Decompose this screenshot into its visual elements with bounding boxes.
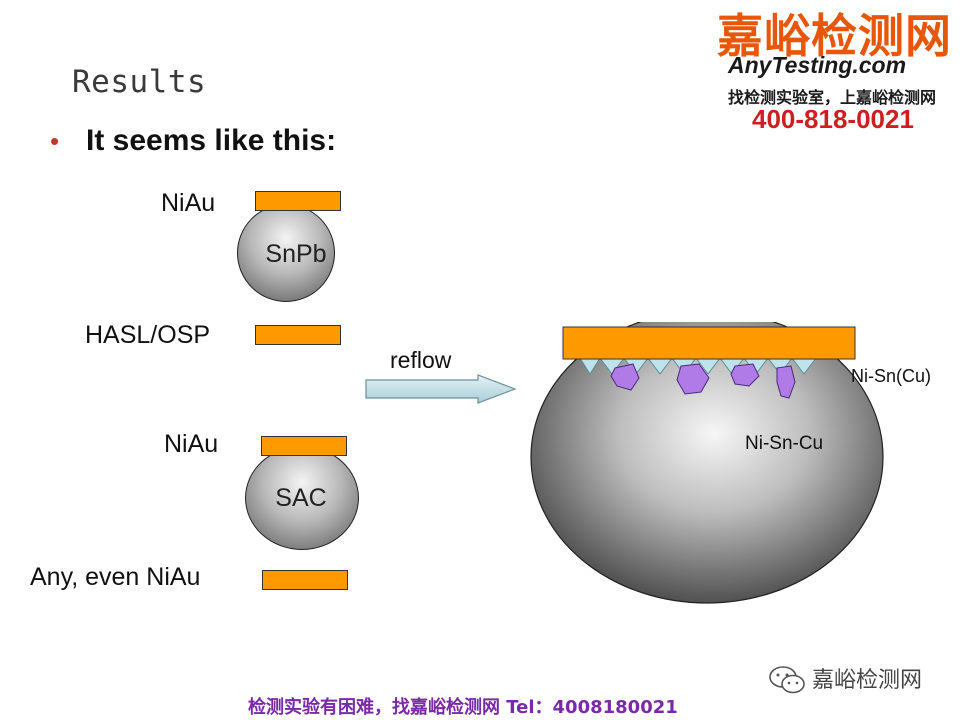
- logo-tagline: 找检测实验室，上嘉峪检测网: [728, 88, 937, 107]
- logo-name-cn: 嘉峪检测网: [717, 9, 952, 63]
- top-board-pad: [255, 325, 341, 345]
- bulk-label: Ni-Sn-Cu: [745, 433, 824, 454]
- slide-title: Results: [72, 64, 207, 100]
- logo-name-en: AnyTesting.com: [728, 52, 907, 78]
- watermark-text: 嘉峪检测网: [812, 668, 923, 693]
- reflow-arrow-icon: [365, 374, 517, 404]
- snpb-ball: [237, 204, 335, 302]
- imc-label: Ni-Sn(Cu): [851, 366, 932, 386]
- bullet-dot-icon: •: [50, 126, 60, 156]
- top-board-label: HASL/OSP: [85, 321, 211, 349]
- ni-sn-cu-particles: [610, 363, 796, 399]
- wechat-icon: [769, 666, 805, 694]
- top-pad-niau: [255, 191, 341, 211]
- footer-text: 检测实验有困难，找嘉峪检测网 Tel：4008180021: [248, 697, 678, 718]
- reflowed-joint: [530, 322, 884, 604]
- bottom-board-label: Any, even NiAu: [30, 563, 201, 591]
- bottom-pad-niau: [261, 436, 347, 456]
- sac-ball-label: SAC: [275, 484, 327, 512]
- imc-layer: [579, 357, 817, 375]
- snpb-ball-label: SnPb: [265, 240, 327, 268]
- bottom-board-pad: [262, 570, 348, 590]
- right-pad: [562, 326, 856, 360]
- reflow-label: reflow: [390, 347, 452, 373]
- logo-phone: 400-818-0021: [752, 104, 914, 134]
- solder-joint-ball: [530, 322, 884, 604]
- bullet-text: It seems like this:: [86, 124, 337, 157]
- sac-ball: [245, 446, 359, 550]
- top-pad-label: NiAu: [161, 189, 216, 217]
- bottom-pad-label: NiAu: [164, 430, 219, 458]
